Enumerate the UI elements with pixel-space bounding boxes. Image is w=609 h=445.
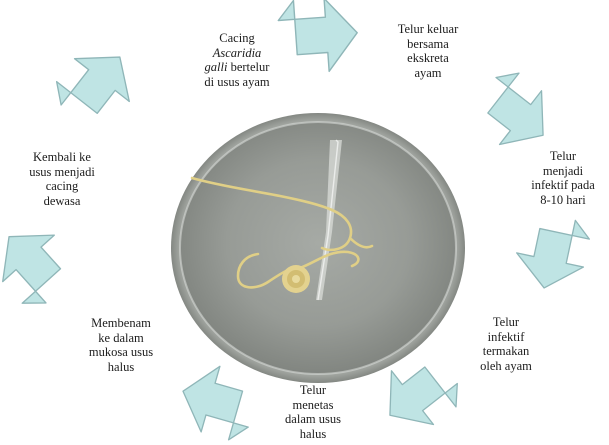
arrow-step6-to-step7	[0, 213, 84, 314]
step-7-label: Kembali ke usus menjadi cacing dewasa	[6, 150, 118, 208]
step-4-label: Telur infektif termakan oleh ayam	[458, 315, 554, 373]
step-6-label: Membenam ke dalam mukosa usus halus	[56, 316, 186, 374]
arrow-step5-to-step6	[174, 358, 263, 441]
step-1-label: Cacing Ascaridia galli bertelur di usus …	[172, 31, 302, 89]
step-5-label: Telur menetas dalam usus halus	[258, 383, 368, 441]
arrow-step7-to-step1	[47, 36, 147, 137]
arrow-step3-to-step4	[511, 210, 593, 295]
step-2-label: Telur keluar bersama ekskreta ayam	[368, 22, 488, 80]
petri-dish-photo	[171, 113, 465, 383]
step-3-label: Telur menjadi infektif pada 8-10 hari	[518, 149, 608, 207]
